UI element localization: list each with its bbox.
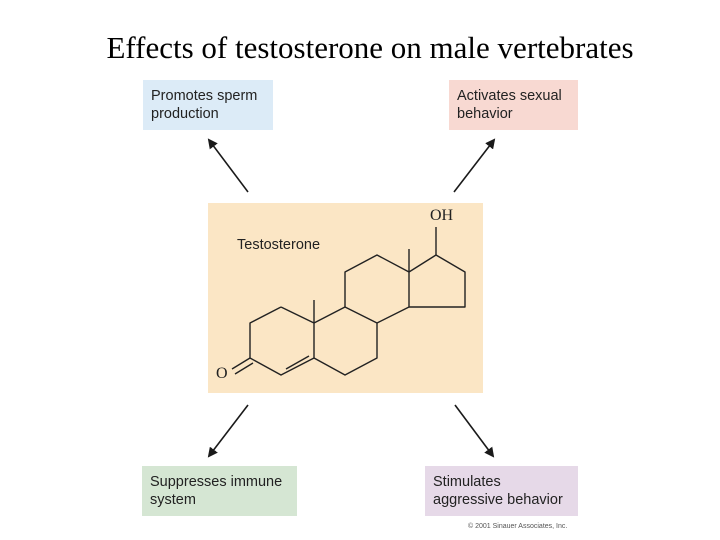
copyright-notice: © 2001 Sinauer Associates, Inc. (468, 523, 568, 530)
ring-d (408, 254, 466, 308)
effect-label-line2: system (150, 492, 196, 508)
ring-c (344, 254, 410, 324)
slide-title: Effects of testosterone on male vertebra… (106, 30, 634, 65)
effect-label-line1: Suppresses immune (150, 474, 283, 490)
arrow-to-immune-suppression (207, 404, 249, 458)
effect-label-line2: behavior (457, 106, 513, 122)
carbonyl-oxygen-label: O (216, 365, 228, 382)
hydroxyl-label: OH (430, 207, 454, 224)
effect-label-line1: Stimulates (433, 474, 501, 490)
molecule-name: Testosterone (237, 237, 321, 253)
arrow-to-sperm-production (207, 138, 249, 193)
effect-box-sperm-production: Promotes sperm production (143, 80, 273, 130)
effect-label-line1: Promotes sperm (151, 88, 258, 104)
effect-box-aggressive-behavior: Stimulates aggressive behavior (425, 466, 578, 516)
effect-box-sexual-behavior: Activates sexual behavior (449, 80, 578, 130)
testosterone-panel: Testosterone OH O (208, 203, 483, 393)
effect-label-line2: production (151, 106, 219, 122)
arrow-to-aggressive-behavior (454, 404, 495, 458)
testosterone-structure (231, 227, 466, 376)
effect-label-line2: aggressive behavior (433, 492, 563, 508)
ring-b (313, 306, 378, 376)
effect-box-immune-suppression: Suppresses immune system (142, 466, 297, 516)
effect-label-line1: Activates sexual (457, 88, 562, 104)
arrow-to-sexual-behavior (453, 138, 496, 193)
